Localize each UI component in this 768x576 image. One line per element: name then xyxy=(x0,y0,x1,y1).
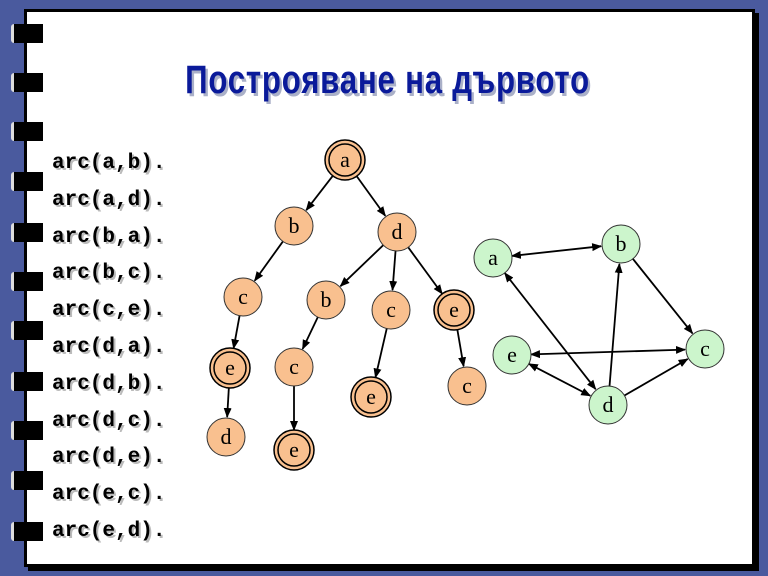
graph-node-label: b xyxy=(616,231,627,256)
tree-node-label: e xyxy=(289,437,299,462)
slide-title: Построяване на дървото xyxy=(185,58,590,102)
prolog-fact: arc(a,b). xyxy=(52,152,166,175)
tree-node-label: e xyxy=(225,355,235,380)
graph-edge xyxy=(510,243,603,259)
binder-ring-icon xyxy=(11,272,43,291)
tree-edge xyxy=(305,174,335,211)
tree-node-inner-ring xyxy=(354,380,388,414)
tree-node xyxy=(377,212,417,252)
tree-node-label: c xyxy=(238,284,248,309)
tree-node-label: c xyxy=(289,354,299,379)
graph-node-label: d xyxy=(603,392,614,417)
binder-ring-icon xyxy=(11,73,43,92)
binder-ring-icon xyxy=(11,172,43,191)
tree-node xyxy=(206,417,246,457)
prolog-fact: arc(a,d). xyxy=(52,188,166,212)
graph-edge xyxy=(529,345,687,359)
tree-edge xyxy=(223,386,232,419)
tree-node-label: b xyxy=(289,213,300,238)
graph-edge xyxy=(527,362,592,397)
prolog-fact: arc(b,a). xyxy=(52,225,166,249)
tree-node xyxy=(223,277,263,317)
tree-edge xyxy=(389,250,398,292)
tree-edge xyxy=(407,246,443,295)
graph-node xyxy=(473,238,513,278)
prolog-fact: arc(c,e). xyxy=(52,299,166,323)
graph-node-label: e xyxy=(507,342,517,367)
tree-node-inner-ring xyxy=(328,143,362,177)
graph-node xyxy=(601,224,641,264)
prolog-fact: arc(d,b). xyxy=(52,372,166,396)
tree-edge xyxy=(301,316,319,350)
tree-node xyxy=(274,347,314,387)
binder-ring-icon xyxy=(11,372,43,391)
tree-edge xyxy=(231,315,241,350)
tree-edge xyxy=(373,328,388,379)
tree-node xyxy=(371,290,411,330)
tree-node-label: e xyxy=(366,384,376,409)
tree-node-label: b xyxy=(321,287,332,312)
tree-node xyxy=(447,366,487,406)
tree-node-label: d xyxy=(392,219,403,244)
tree-node-inner-ring xyxy=(213,351,247,385)
prolog-fact: arc(d,c). xyxy=(52,409,166,433)
tree-node-label: c xyxy=(462,373,472,398)
prolog-fact: arc(b,c). xyxy=(52,262,166,286)
tree-node-label: e xyxy=(449,297,459,322)
binder-ring-icon xyxy=(11,321,43,340)
prolog-fact: arc(e,d). xyxy=(52,520,166,543)
tree-node xyxy=(274,206,314,246)
graph-node-label: c xyxy=(700,336,710,361)
graph-node xyxy=(685,329,725,369)
binder-ring-icon xyxy=(11,223,43,242)
graph-node-label: a xyxy=(488,245,498,270)
prolog-fact: arc(d,a). xyxy=(52,336,166,359)
graph-edge xyxy=(624,358,689,397)
tree-edge xyxy=(456,328,467,368)
binder-ring-icon xyxy=(11,421,43,440)
tree-edge xyxy=(355,174,387,217)
tree-edge xyxy=(253,240,284,282)
binder-ring-icon xyxy=(11,122,43,141)
tree-node xyxy=(306,280,346,320)
tree-edge xyxy=(339,244,384,287)
graph-edge xyxy=(632,258,694,335)
graph-node xyxy=(588,385,628,425)
tree-node-label: d xyxy=(221,424,232,449)
graph-edge xyxy=(608,262,623,387)
prolog-fact: arc(d,e). xyxy=(52,446,166,470)
binder-ring-icon xyxy=(11,471,43,490)
binder-ring-icon xyxy=(11,522,43,541)
tree-node-label: a xyxy=(340,147,350,172)
tree-node-inner-ring xyxy=(277,433,311,467)
prolog-fact: arc(e,c). xyxy=(52,483,166,507)
tree-node-inner-ring xyxy=(437,293,471,327)
tree-node-label: c xyxy=(386,297,396,322)
binder-ring-icon xyxy=(11,24,43,43)
graph-node xyxy=(492,335,532,375)
